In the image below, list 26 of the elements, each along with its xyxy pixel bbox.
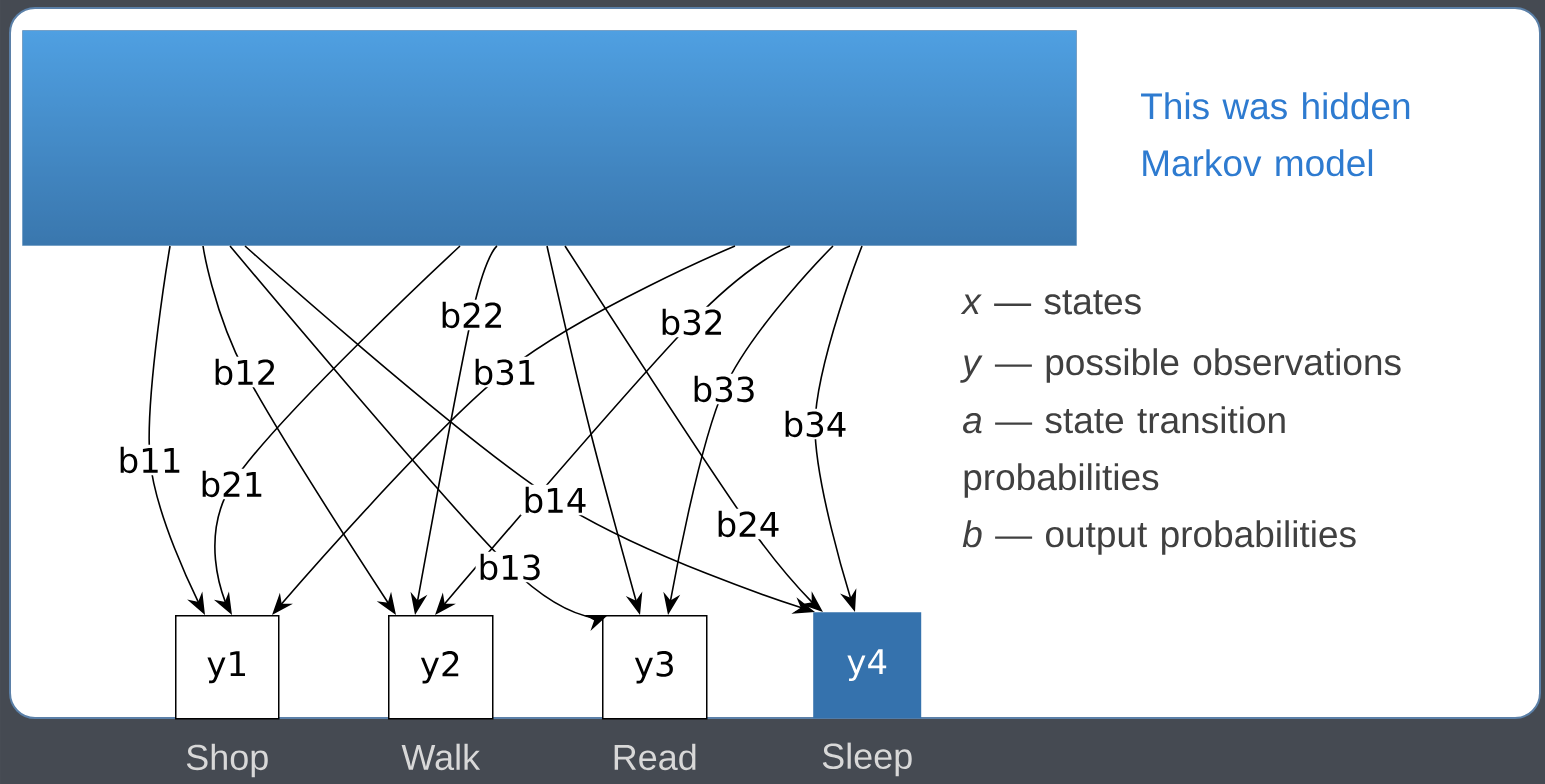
legend-text: x — states bbox=[960, 290, 1141, 315]
observation-name: Read bbox=[614, 743, 696, 771]
edge-label: b34 bbox=[780, 408, 850, 440]
edge-label: b33 bbox=[689, 373, 759, 405]
observation-name: Shop bbox=[186, 743, 268, 778]
observation-box: y4 bbox=[813, 612, 922, 719]
edge-label: b31 bbox=[470, 356, 540, 388]
edge-label: b32 bbox=[657, 306, 727, 338]
note-text: This was hidden Markov model bbox=[1141, 92, 1410, 177]
observation-box: y3 bbox=[602, 615, 708, 720]
edge-label: b13 bbox=[475, 551, 545, 583]
edge-label: b24 bbox=[713, 508, 783, 540]
observation-name: Walk bbox=[401, 743, 481, 771]
cover-box bbox=[22, 30, 1077, 246]
edge-label: b11 bbox=[115, 444, 185, 476]
edge-label: b21 bbox=[197, 468, 267, 500]
arrow bbox=[564, 245, 823, 612]
observation-box: y2 bbox=[388, 615, 494, 720]
arrow bbox=[272, 245, 736, 615]
observation-box: y1 bbox=[175, 615, 280, 720]
observation-name: Sleep bbox=[822, 742, 912, 777]
edge-label: b14 bbox=[520, 484, 590, 516]
edge-label: b12 bbox=[210, 356, 280, 388]
edge-label: b22 bbox=[437, 299, 507, 331]
legend-text: b — output probabilities bbox=[962, 520, 1356, 555]
legend-text: y — possible observations bbox=[960, 348, 1401, 383]
